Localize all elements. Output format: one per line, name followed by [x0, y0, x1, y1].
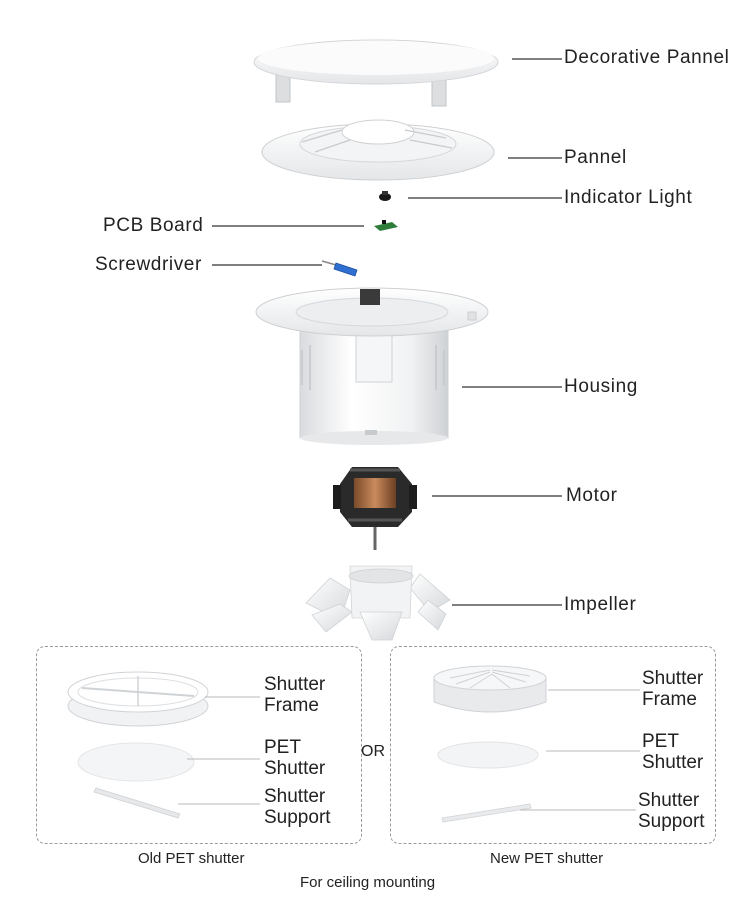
new-shutter-caption: New PET shutter — [490, 850, 604, 867]
label-housing: Housing — [564, 376, 638, 397]
label-pcb-board: PCB Board — [103, 215, 204, 236]
new-shutter-frame-illustration — [433, 665, 547, 713]
housing-illustration — [255, 287, 489, 445]
shutter-leader-lines — [178, 689, 640, 811]
motor-illustration — [333, 467, 417, 550]
old-shutter-caption: Old PET shutter — [138, 850, 245, 867]
label-decorative-panel: Decorative Pannel — [564, 47, 730, 68]
footer-caption: For ceiling mounting — [300, 874, 436, 891]
screwdriver-illustration — [321, 260, 358, 277]
new-pet-shutter-illustration — [437, 741, 539, 769]
old-pet-shutter-illustration — [77, 742, 195, 782]
label-motor: Motor — [566, 485, 618, 506]
new-shutter-box — [390, 646, 716, 844]
old-shutter-box — [36, 646, 362, 844]
or-separator: OR — [361, 743, 385, 760]
new-shutter-support-illustration — [441, 803, 532, 823]
pcb-board-illustration — [374, 220, 398, 231]
indicator-light-illustration — [379, 191, 391, 201]
leader-lines — [212, 58, 562, 606]
label-panel: Pannel — [564, 147, 627, 168]
old-shutter-frame-illustration — [67, 671, 209, 727]
panel-illustration — [261, 119, 495, 181]
decorative-panel-illustration — [253, 39, 499, 107]
old-shutter-support-illustration — [93, 787, 181, 819]
label-impeller: Impeller — [564, 594, 637, 615]
label-indicator-light: Indicator Light — [564, 187, 693, 208]
impeller-illustration — [305, 565, 451, 641]
label-screwdriver: Screwdriver — [95, 254, 202, 275]
